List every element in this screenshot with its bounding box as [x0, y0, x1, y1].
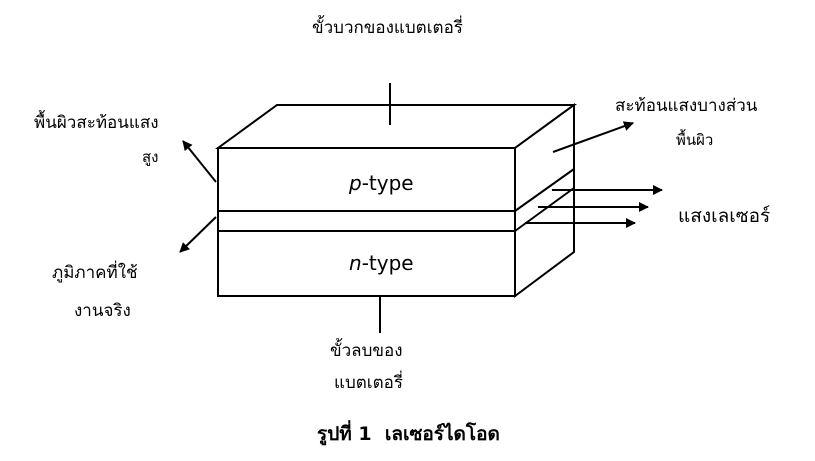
block-right-face [514, 103, 575, 298]
block-front-face [217, 147, 516, 297]
laser-light-label: แสงเลเซอร์ [678, 205, 771, 227]
active-region-arrow [179, 216, 217, 253]
n-type-suffix: -type [361, 251, 414, 275]
figure-caption: รูปที่ 1 เลเซอร์ไดโอด [317, 419, 500, 449]
negative-terminal-label-line2: แบตเตอรี่ [334, 373, 403, 393]
high-reflective-arrow [182, 140, 217, 183]
n-type-prefix: n [349, 251, 362, 275]
p-type-suffix: -type [361, 171, 414, 195]
partial-reflective-label-line2: พื้นผิว [676, 131, 714, 149]
high-reflective-label-line1: พื้นผิวสะท้อนแสง [34, 113, 159, 133]
p-type-label: p-type [349, 171, 414, 195]
positive-terminal-label: ขั้วบวกของแบตเตอรี่ [312, 18, 463, 38]
active-region-label-line1: ภูมิภาคที่ใช้ [52, 263, 138, 283]
figure-title: เลเซอร์ไดโอด [384, 423, 500, 445]
active-region-label-line2: งานจริง [74, 301, 131, 321]
active-layer-side-bottom-line [514, 187, 575, 232]
partial-reflective-label-line1: สะท้อนแสงบางส่วน [615, 96, 758, 116]
n-type-label: n-type [349, 251, 414, 275]
block-top-face [214, 104, 578, 149]
active-layer-side-top-line [514, 168, 575, 212]
figure-number: รูปที่ 1 [317, 423, 372, 445]
partial-reflective-arrow [552, 121, 634, 153]
negative-terminal-label-line1: ขั้วลบของ [330, 341, 403, 361]
high-reflective-label-line2: สูง [142, 148, 159, 166]
p-type-prefix: p [349, 171, 362, 195]
